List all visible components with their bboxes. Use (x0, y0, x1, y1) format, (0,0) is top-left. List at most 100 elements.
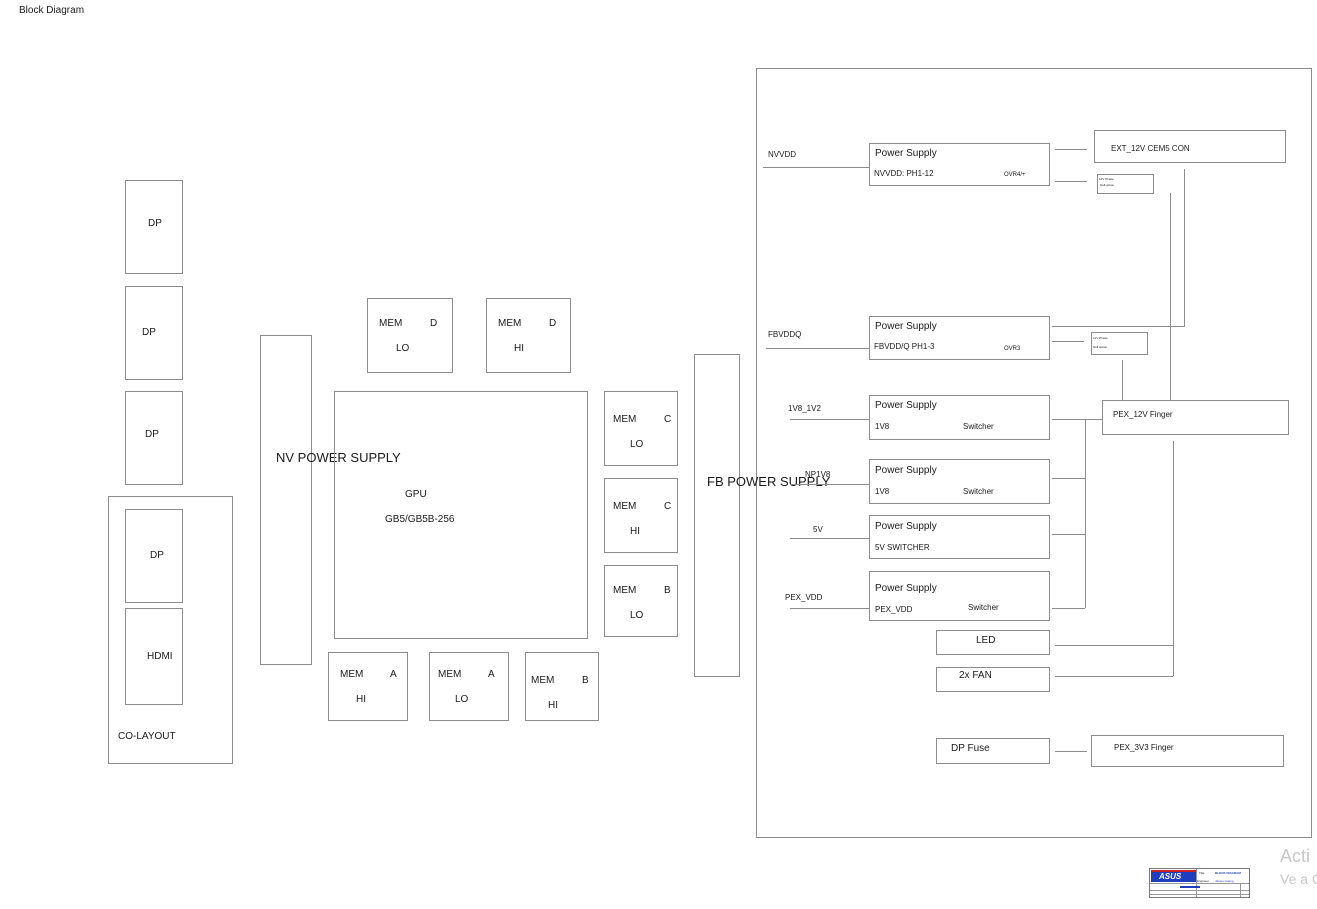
power-supply-controller: OVR4/+ (1004, 172, 1026, 178)
rail-1v8-1v2-label: 1V8_1V2 (788, 404, 821, 413)
pex-3v3-label: PEX_3V3 Finger (1114, 743, 1174, 752)
mem-c-hi: MEM C HI (604, 478, 678, 553)
title-label: Title (1199, 871, 1205, 875)
power-supply-title: Power Supply (875, 321, 937, 332)
gpu-model-label: GB5/GB5B-256 (385, 514, 455, 525)
power-supply-detail: 1V8 (875, 487, 890, 496)
mem-half: LO (455, 694, 469, 705)
power-supply-1v8-b: Power Supply 1V8 Switcher (869, 459, 1050, 504)
mem-channel: B (664, 585, 671, 596)
phase-note-line: Null option (1100, 183, 1115, 187)
rail-np1v8-label: NP1V8 (805, 470, 831, 479)
title-block-rule (1150, 894, 1249, 895)
dp-label: DP (142, 327, 156, 338)
hdmi-label: HDMI (147, 651, 173, 662)
connector-line (1173, 441, 1174, 676)
power-supply-controller: Switcher (968, 603, 999, 612)
pex-3v3-finger: PEX_3V3 Finger (1091, 735, 1284, 767)
power-supply-fbvddq: Power Supply FBVDD/Q PH1-3 OVR3 (869, 316, 1050, 360)
power-supply-title: Power Supply (875, 521, 937, 532)
title-block-fill (1180, 886, 1200, 888)
power-supply-detail: 5V SWITCHER (875, 543, 930, 552)
power-supply-controller: Switcher (963, 422, 994, 431)
rail-5v-label: 5V (813, 525, 823, 534)
led-label: LED (976, 635, 996, 646)
title-block-rule (1196, 869, 1197, 897)
connector-line (1052, 478, 1085, 479)
mem-half: HI (514, 343, 524, 354)
rail-np1v8-line (790, 484, 869, 485)
dp-label: DP (145, 429, 159, 440)
mem-channel: D (549, 318, 557, 329)
connector-line (1055, 181, 1087, 182)
mem-channel: C (664, 501, 672, 512)
mem-half: LO (630, 610, 644, 621)
rail-pex-vdd-label: PEX_VDD (785, 593, 823, 602)
ext-12v-label: EXT_12V CEM5 CON (1111, 144, 1190, 153)
co-layout-group: CO-LAYOUT (108, 496, 233, 764)
connector-line (1055, 149, 1087, 150)
power-supply-detail: 1V8 (875, 422, 890, 431)
gpu-label: GPU (405, 489, 427, 500)
dp-connector-1: DP (125, 180, 183, 274)
connector-line (1055, 676, 1173, 677)
nv-power-supply-block (260, 335, 312, 665)
power-supply-detail: NVVDD: PH1-12 (874, 169, 934, 178)
mem-half: HI (356, 694, 366, 705)
mem-label: MEM (613, 501, 637, 512)
mem-half: HI (548, 700, 558, 711)
fan-block: 2x FAN (936, 667, 1050, 692)
co-layout-label: CO-LAYOUT (118, 731, 176, 742)
mem-a-lo: MEM A LO (429, 652, 509, 721)
rail-fbvddq-line (766, 348, 869, 349)
rail-fbvddq-label: FBVDDQ (768, 330, 802, 339)
power-supply-1v8-a: Power Supply 1V8 Switcher (869, 395, 1050, 440)
connector-line (1052, 341, 1084, 342)
power-supply-nvvdd: Power Supply NVVDD: PH1-12 OVR4/+ (869, 143, 1050, 186)
mem-c-lo: MEM C LO (604, 391, 678, 466)
connector-line (1184, 169, 1185, 326)
rail-nvvdd-line (763, 167, 869, 168)
dp-label: DP (150, 550, 164, 561)
fan-label: 2x FAN (959, 670, 992, 681)
title-block-rule (1150, 890, 1249, 891)
power-supply-pex-vdd: Power Supply PEX_VDD Switcher (869, 571, 1050, 621)
connector-line (1085, 419, 1086, 608)
page-title: Block Diagram (19, 5, 85, 16)
power-supply-detail: PEX_VDD (875, 605, 913, 614)
rail-1v8-1v2-line (790, 419, 869, 420)
connector-line (1170, 193, 1171, 400)
mem-label: MEM (531, 675, 555, 686)
mem-half: LO (630, 439, 644, 450)
nv-power-supply-label: NV POWER SUPPLY (276, 450, 401, 465)
mem-b-hi: MEM B HI (525, 652, 599, 721)
phase-note-line: 12V Phase (1093, 336, 1108, 340)
connector-line (1052, 419, 1102, 420)
fb-power-supply-block (694, 354, 740, 677)
dp-connector-2: DP (125, 286, 183, 380)
title-value: BLOCK DIAGRAM (1215, 871, 1241, 875)
phase-note-1: 12V Phase Null option (1097, 174, 1154, 194)
hdmi-connector: HDMI (125, 608, 183, 705)
led-block: LED (936, 630, 1050, 655)
mem-label: MEM (379, 318, 403, 329)
rail-5v-line (790, 538, 869, 539)
dp-fuse-label: DP Fuse (951, 743, 990, 754)
power-supply-controller: Switcher (963, 487, 994, 496)
phase-note-line: Null option (1093, 345, 1108, 349)
mem-half: LO (396, 343, 410, 354)
mem-a-hi: MEM A HI (328, 652, 408, 721)
title-block-rule (1240, 883, 1241, 897)
pex-12v-label: PEX_12V Finger (1113, 410, 1173, 419)
engineer-label: Engineer (1197, 879, 1210, 883)
title-block-rule (1150, 883, 1249, 884)
gpu-block: GPU GB5/GB5B-256 (334, 391, 588, 639)
dp-fuse-block: DP Fuse (936, 738, 1050, 764)
power-supply-title: Power Supply (875, 148, 937, 159)
connector-line (1055, 645, 1173, 646)
power-supply-title: Power Supply (875, 465, 937, 476)
dp-connector-4: DP (125, 509, 183, 603)
connector-line (1055, 751, 1087, 752)
mem-d-hi: MEM D HI (486, 298, 571, 373)
power-supply-5v: Power Supply 5V SWITCHER (869, 515, 1050, 559)
